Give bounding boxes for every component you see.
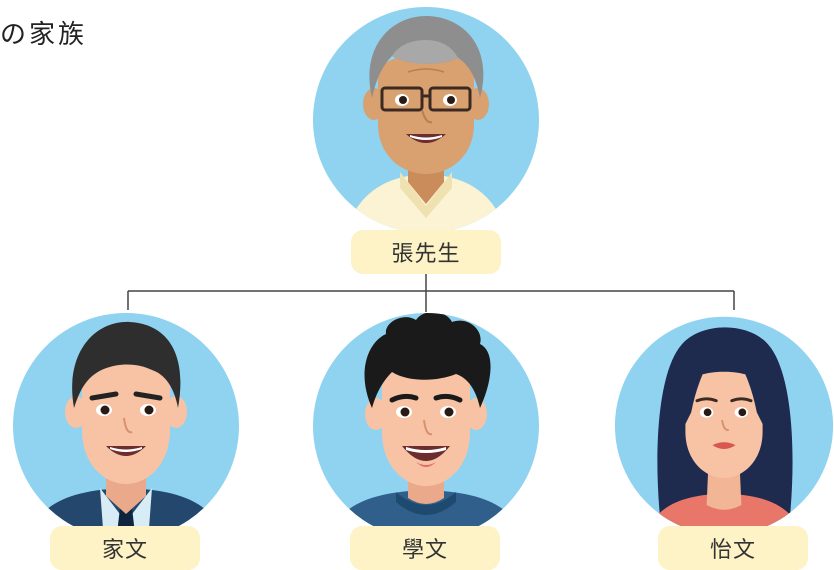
child-name-tag: 學文 <box>350 526 500 570</box>
child-name-tag: 怡文 <box>658 526 808 570</box>
father-name-tag: 張先生 <box>351 230 501 274</box>
young-man-spiky-hair-avatar-icon <box>313 313 539 530</box>
young-woman-long-hair-avatar-icon <box>614 316 834 530</box>
page-title: の家族 <box>0 20 88 50</box>
child-name-tag: 家文 <box>50 526 200 570</box>
grandfather-avatar-icon <box>313 7 539 233</box>
young-man-suit-avatar-icon <box>13 313 239 530</box>
